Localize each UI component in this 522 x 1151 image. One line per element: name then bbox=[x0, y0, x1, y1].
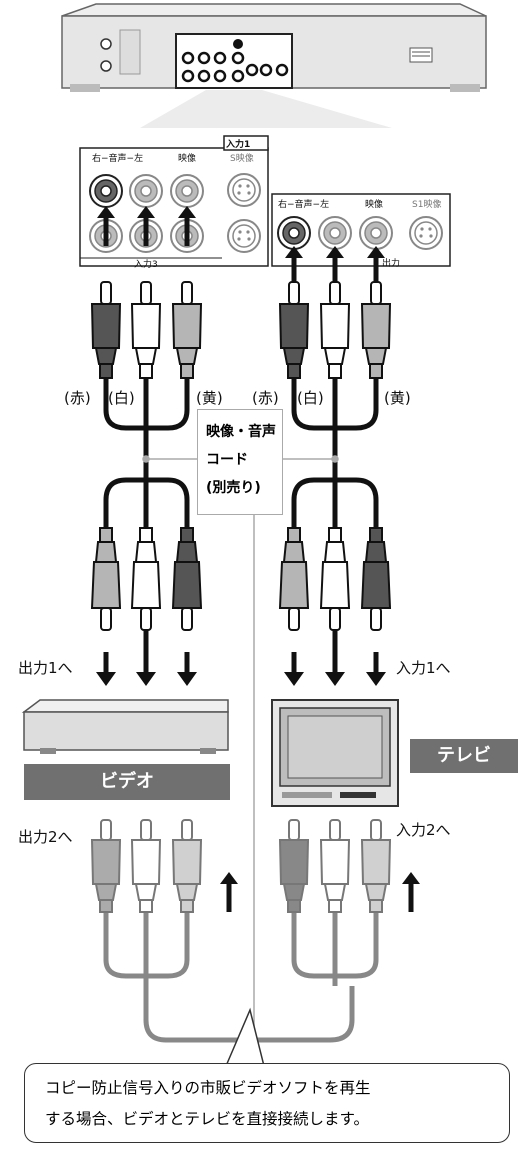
note-tail bbox=[225, 1007, 265, 1067]
input-video-label: 映像 bbox=[178, 154, 197, 164]
tv-device bbox=[271, 699, 399, 807]
left-white-label: (白) bbox=[108, 389, 135, 407]
right-red-label: (赤) bbox=[252, 389, 279, 407]
down-arrows bbox=[96, 652, 386, 686]
top-plugs bbox=[91, 281, 391, 379]
input3-footer: 入力3 bbox=[134, 260, 158, 270]
cord-label-box: 映像・音声 コード (別売り) bbox=[197, 409, 283, 515]
lower-plugs bbox=[91, 527, 391, 631]
note-callout: コピー防止信号入りの市販ビデオソフトを再生 する場合、ビデオとテレビを直接接続し… bbox=[24, 1063, 510, 1143]
tv-label: テレビ bbox=[410, 739, 518, 773]
out1-label: 出力1へ bbox=[18, 659, 73, 677]
cord-line2: コード bbox=[206, 452, 248, 468]
in1-label: 入力1へ bbox=[396, 659, 451, 677]
left-yellow-label: (黄) bbox=[196, 389, 223, 407]
output-panel bbox=[271, 193, 451, 267]
left-red-label: (赤) bbox=[64, 389, 91, 407]
input1-header: 入力1 bbox=[226, 140, 251, 150]
output-video-label: 映像 bbox=[365, 200, 384, 210]
right-white-label: (白) bbox=[297, 389, 324, 407]
cord-line3: (別売り) bbox=[206, 480, 261, 496]
vcr-label: ビデオ bbox=[24, 764, 230, 800]
input-audio-label: 右−音声−左 bbox=[92, 154, 144, 164]
out2-label: 出力2へ bbox=[18, 828, 73, 846]
grey-plugs bbox=[91, 819, 391, 913]
input-panel bbox=[79, 135, 269, 267]
cord-line1: 映像・音声 bbox=[206, 424, 276, 440]
in2-label: 入力2へ bbox=[396, 821, 451, 839]
output-svideo-label: S1映像 bbox=[412, 200, 442, 210]
input-svideo-label: S映像 bbox=[230, 154, 254, 164]
right-yellow-label: (黄) bbox=[384, 389, 411, 407]
recorder-unit bbox=[61, 3, 487, 128]
note-line1: コピー防止信号入りの市販ビデオソフトを再生 bbox=[45, 1079, 371, 1097]
vcr-device bbox=[21, 699, 229, 754]
lower-grey-cables bbox=[103, 912, 379, 1043]
output-audio-label: 右−音声−左 bbox=[278, 200, 330, 210]
note-line2: する場合、ビデオとテレビを直接接続します。 bbox=[45, 1110, 369, 1128]
output-footer: 出力 bbox=[382, 259, 401, 269]
